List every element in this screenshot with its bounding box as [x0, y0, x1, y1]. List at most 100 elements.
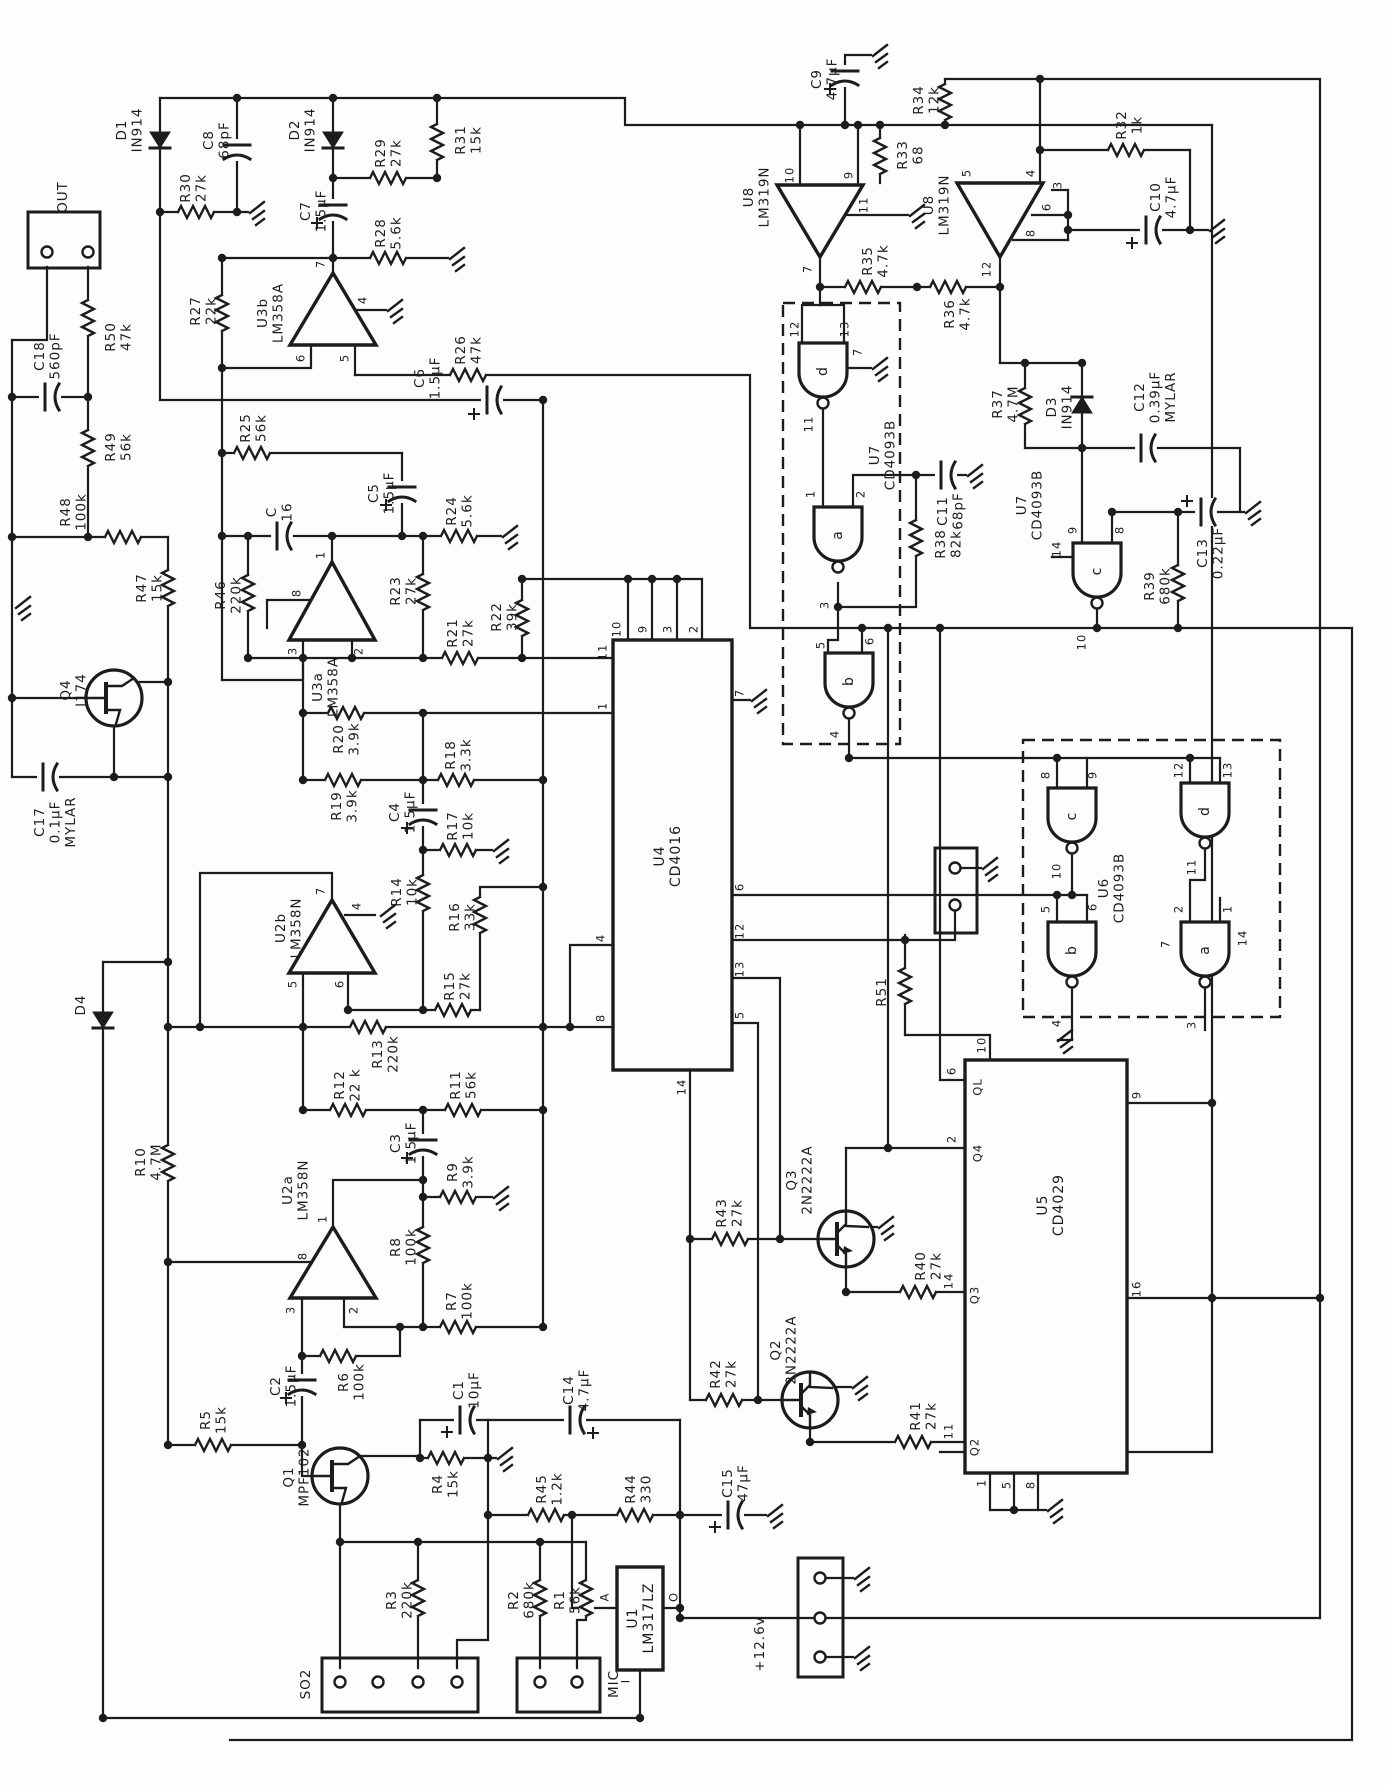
opamp-U2a — [286, 1223, 380, 1300]
diode-D3 — [1071, 396, 1093, 414]
ic-pin-U1-A: A — [598, 1593, 612, 1602]
resistor-R30 — [176, 203, 216, 221]
ic-pin-U5-1: 1 — [975, 1479, 989, 1487]
junction-dot — [163, 1022, 173, 1032]
resistor-R29 — [368, 169, 408, 187]
resistor-R14 — [414, 873, 432, 913]
resistor-R2 — [531, 1578, 549, 1618]
resistor-R6 — [318, 1347, 358, 1365]
resistor-label-R31: R31 — [453, 125, 469, 155]
resistor-R11 — [443, 1101, 483, 1119]
junction-dot — [833, 602, 843, 612]
capacitor-label-C9: C9 — [809, 69, 825, 89]
capacitor-label-C1: 10µF — [466, 1371, 482, 1409]
ground-icon — [871, 356, 889, 383]
resistor-label-R1: 56k — [567, 1586, 583, 1614]
junction-dot — [328, 93, 338, 103]
resistor-label-R36: 4.7k — [957, 297, 973, 330]
capacitor-label-C8: 68pF — [216, 121, 232, 159]
resistor-label-R25: R25 — [238, 413, 254, 443]
capacitor-C13 — [1209, 496, 1218, 528]
capacitor-C7 — [317, 213, 349, 222]
capacitor-C4 — [407, 818, 439, 827]
resistor-label-R13: 220k — [385, 1035, 401, 1073]
ic-pin-U5-14: 14 — [942, 1273, 956, 1290]
junction-dot — [83, 392, 93, 402]
transistor-label-Q1: MPF102 — [296, 1447, 312, 1506]
resistor-label-R32: R32 — [1114, 110, 1130, 140]
ground-icon — [853, 1566, 871, 1593]
resistor-label-R35: 4.7k — [875, 244, 891, 277]
wire — [300, 1443, 314, 1478]
capacitor-C2 — [286, 1388, 318, 1397]
text-label: SO2 — [298, 1669, 314, 1700]
junction-dot — [298, 775, 308, 785]
resistor-label-R20: 3.9k — [346, 722, 362, 755]
junction-dot — [1207, 1098, 1217, 1108]
resistor-label-R6: 100k — [351, 1363, 367, 1401]
nand-pin-U7d-7: 7 — [851, 348, 865, 356]
nand-pin-U7a-2: 2 — [854, 490, 868, 498]
junction-dot — [940, 120, 950, 130]
nand-pin-U7b-4: 4 — [828, 730, 842, 738]
junction-dot — [1315, 1293, 1325, 1303]
nand-pin-U7c-8: 8 — [1113, 526, 1127, 534]
junction-dot — [297, 1351, 307, 1361]
resistor-R19 — [323, 771, 363, 789]
resistor-label-R36: R36 — [942, 299, 958, 329]
nand-letter-U6a: a — [1197, 945, 1213, 955]
resistor-R26 — [448, 366, 488, 384]
opamp-label-U8: U8 — [741, 187, 757, 207]
opamp-pin-U8-4: 4 — [1024, 169, 1038, 177]
resistor-label-R41: 27k — [923, 1402, 939, 1430]
opamp-pin-U3b-4: 4 — [356, 296, 370, 304]
capacitor-label-C9: 4.7µF — [824, 58, 840, 101]
resistor-label-R51: R51 — [874, 977, 890, 1007]
junction-dot — [163, 1440, 173, 1450]
nand-bubble-U6c — [1065, 841, 1079, 855]
resistor-label-R42: 27k — [723, 1360, 739, 1388]
resistor-R43 — [710, 1230, 750, 1248]
opamp-pin-U2b-6: 6 — [333, 980, 347, 988]
junction-dot — [1020, 358, 1030, 368]
junction-dot — [900, 935, 910, 945]
resistor-label-R10: R10 — [133, 1147, 149, 1177]
opamp-label-U8: LM319N — [756, 166, 772, 227]
opamp-pin-U8-3: 3 — [1051, 181, 1065, 189]
ic-pin-U1-I: I — [619, 1679, 633, 1683]
resistor-label-R26: 47k — [468, 336, 484, 364]
junction-dot — [623, 574, 633, 584]
capacitor-label-C12: C12 — [1132, 382, 1148, 412]
nand-pin-U7c-10: 10 — [1075, 634, 1089, 651]
wire — [826, 581, 840, 655]
connector-pin — [813, 1611, 827, 1625]
ic-pin-U5-11: 11 — [942, 1423, 956, 1440]
junction-dot — [335, 1537, 345, 1547]
resistor-label-R39: R39 — [1142, 571, 1158, 601]
ic-pin-U5-10: 10 — [975, 1037, 989, 1054]
resistor-label-R7: R7 — [444, 1291, 460, 1311]
capacitor-plus-C6 — [468, 408, 480, 420]
ground-icon — [877, 1215, 895, 1242]
junction-dot — [217, 448, 227, 458]
capacitor-label-C8: C8 — [201, 130, 217, 150]
resistor-label-R33: 68 — [910, 145, 926, 164]
resistor-label-R34: R34 — [911, 85, 927, 115]
junction-dot — [415, 1453, 425, 1463]
junction-dot — [517, 653, 527, 663]
junction-dot — [1035, 145, 1045, 155]
resistor-label-R46: R46 — [213, 580, 229, 610]
resistor-label-R8: R8 — [388, 1237, 404, 1257]
wire — [220, 343, 313, 370]
diode-label-D1: D1 — [114, 120, 130, 141]
resistor-label-R29: R29 — [373, 138, 389, 168]
junction-dot — [98, 1713, 108, 1723]
junction-dot — [685, 1234, 695, 1244]
ic-label-U4: CD4016 — [668, 825, 684, 887]
junction-dot — [298, 653, 308, 663]
resistor-R45 — [526, 1506, 566, 1524]
nand-letter-U7c: c — [1089, 567, 1105, 576]
connector-pin — [371, 1675, 385, 1689]
resistor-label-R19: R19 — [329, 791, 345, 821]
ic-pin-U5-16: 16 — [1130, 1281, 1144, 1298]
